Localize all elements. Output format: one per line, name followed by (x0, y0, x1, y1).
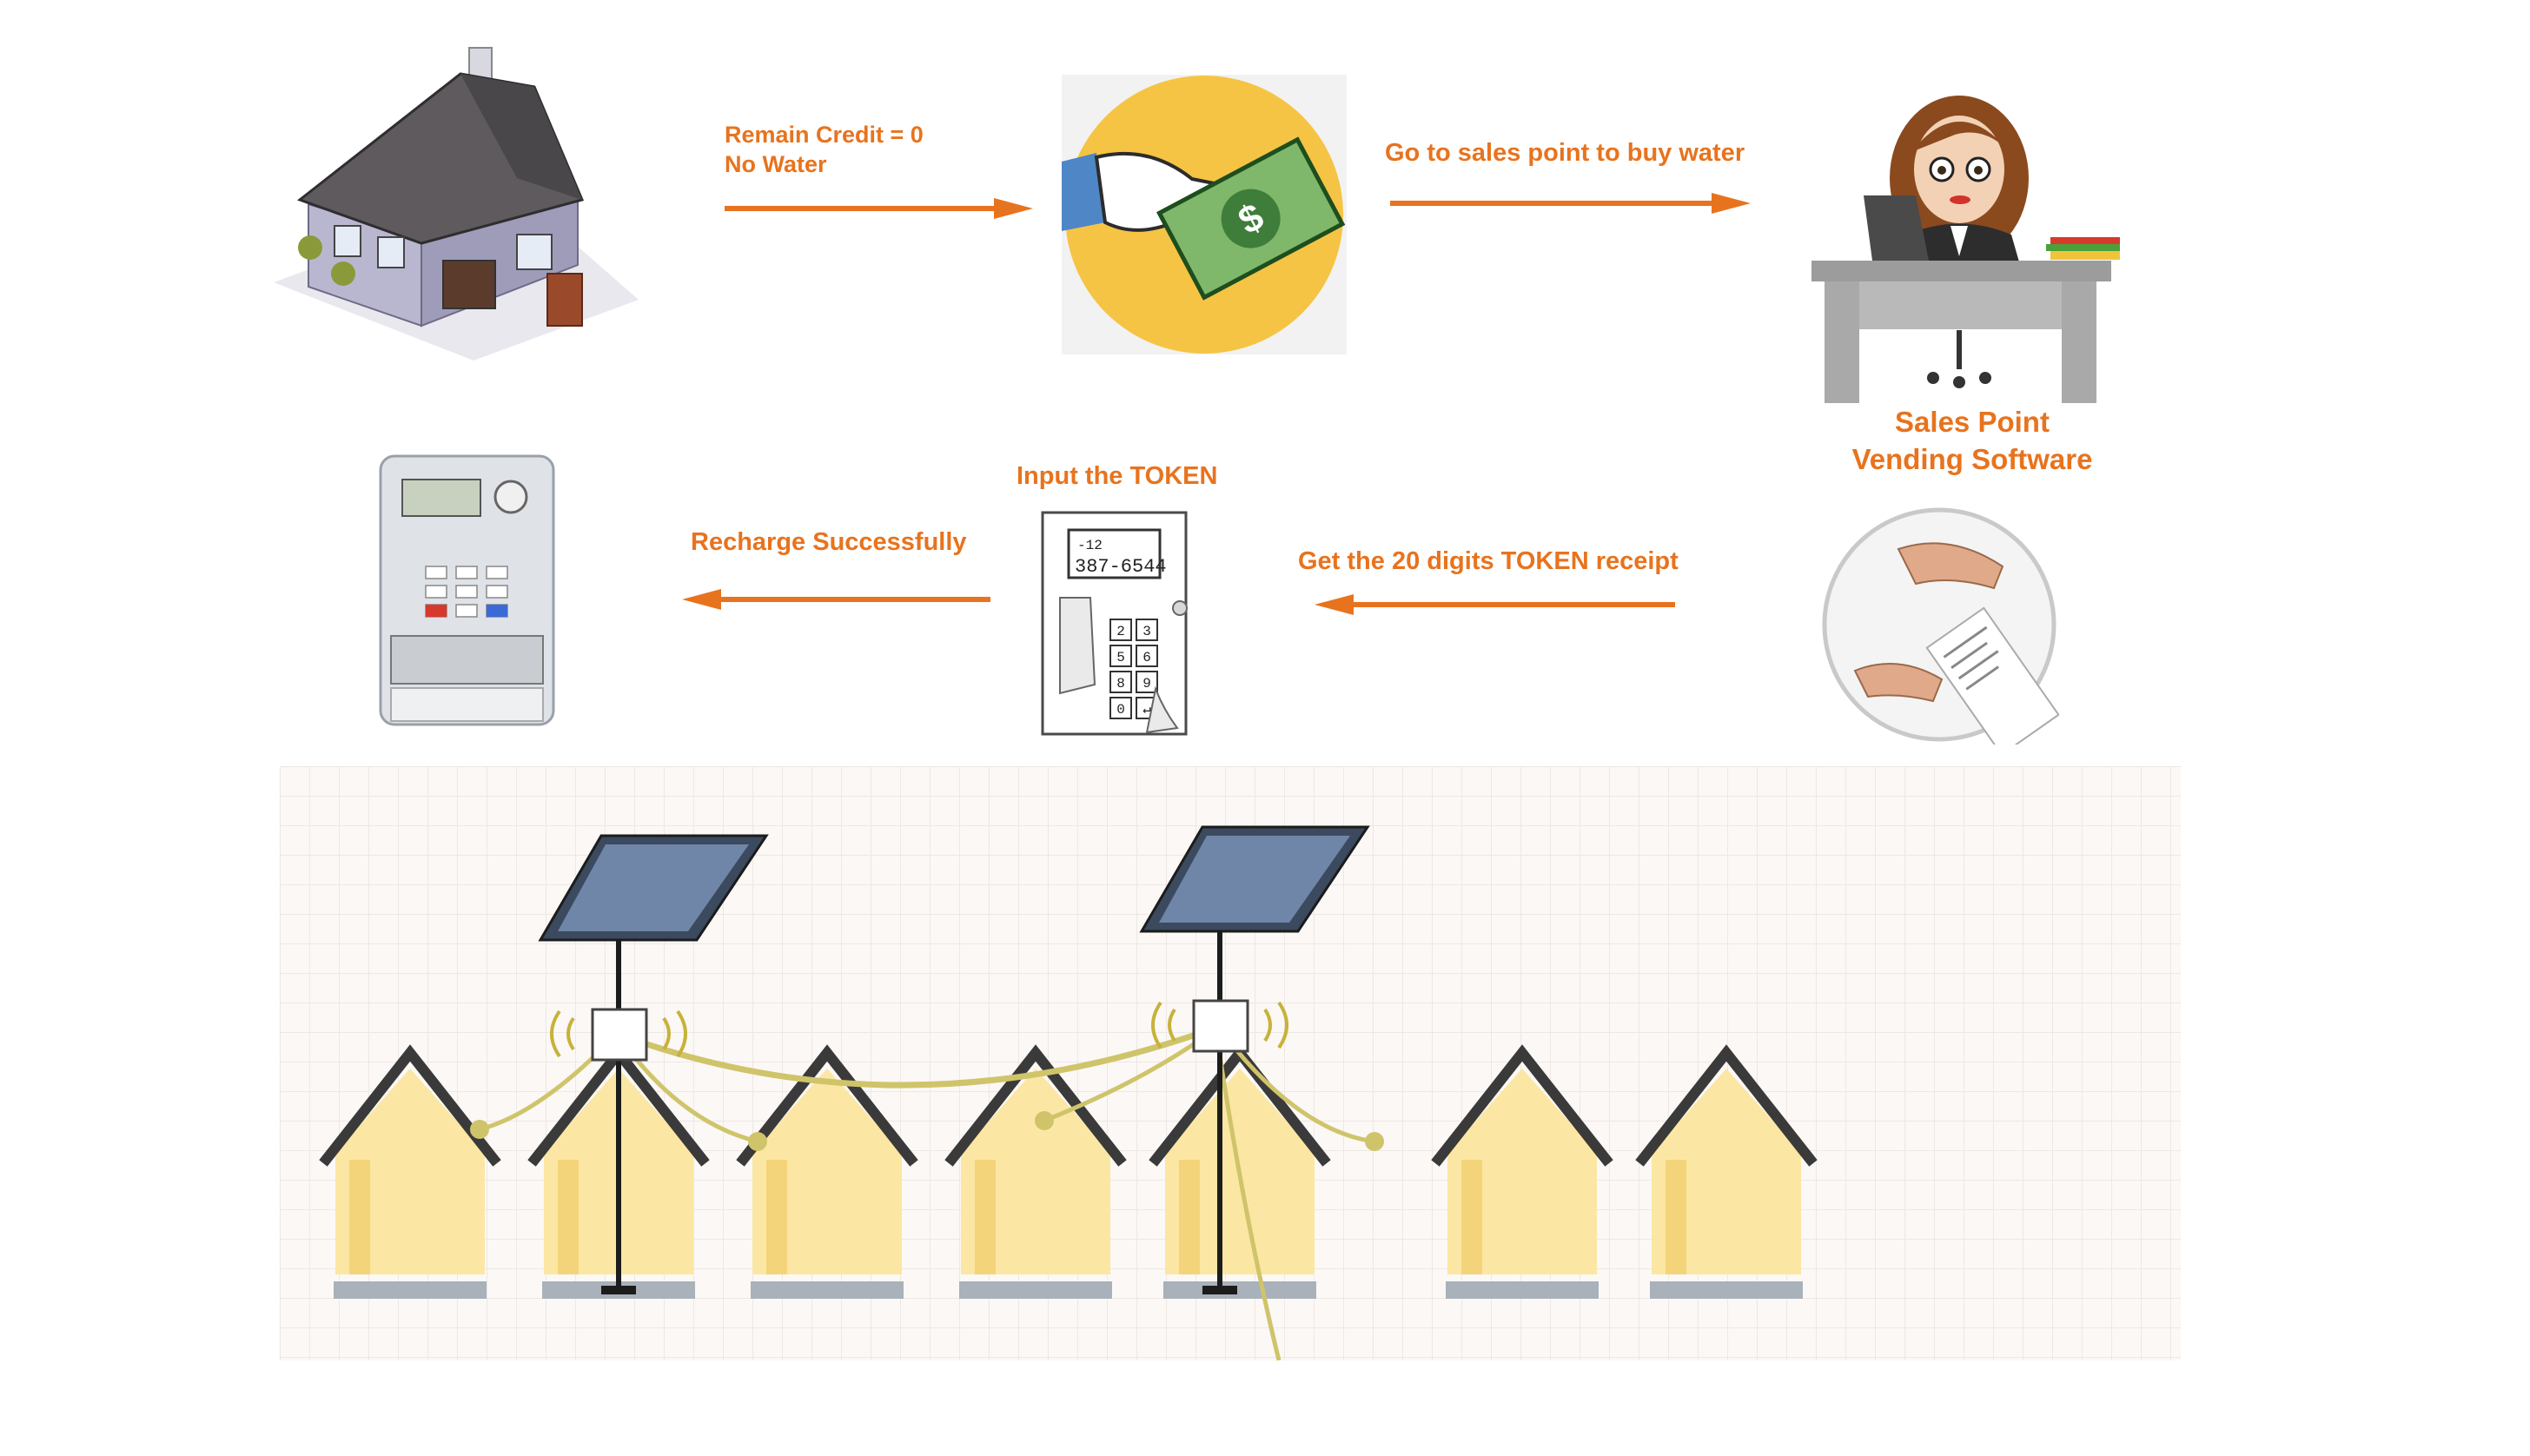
foundation-icon (1650, 1281, 1803, 1299)
foundation-icon (1163, 1281, 1316, 1299)
wireless-signal-icon (1263, 1001, 1288, 1049)
controller-box-icon (1192, 999, 1249, 1053)
keypad-meter-illustration: -12 387-6544 2 3 5 6 8 9 0 ↵ (1025, 511, 1203, 737)
house-icon (961, 1069, 1110, 1274)
connection-dot (1365, 1132, 1384, 1151)
door-icon (558, 1160, 579, 1274)
keypad-key (1109, 671, 1132, 693)
door-icon (766, 1160, 787, 1274)
arrow-left-icon (1310, 589, 1675, 620)
keypad-key (1136, 619, 1158, 641)
connection-dot (470, 1120, 489, 1139)
sales-point-illustration (1811, 83, 2142, 413)
keypad-key-label: 0 (1116, 702, 1125, 718)
keypad-key-label: 8 (1116, 676, 1125, 692)
keypad-key-label: 2 (1116, 624, 1125, 639)
door-icon (1179, 1160, 1200, 1274)
arrow-right-icon (725, 193, 1037, 224)
foundation-icon (959, 1281, 1112, 1299)
foundation-icon (1446, 1281, 1599, 1299)
solar-cells-icon (1159, 836, 1350, 923)
payment-illustration: $ (1062, 75, 1347, 354)
roof-icon (1431, 1044, 1613, 1167)
get-token-label: Get the 20 digits TOKEN receipt (1298, 547, 1679, 575)
water-meter-illustration (378, 453, 556, 727)
arrow-left-icon (678, 584, 990, 615)
sales-point-label: Sales Point Vending Software (1851, 406, 2093, 475)
pole-base-icon (601, 1286, 636, 1294)
roof-icon (944, 1044, 1127, 1167)
keypad-key (1136, 671, 1158, 693)
solar-network-illustration (280, 766, 2181, 1360)
wireless-signal-icon (550, 1009, 575, 1058)
keypad-screen-value: 387-6544 (1075, 556, 1167, 578)
controller-box-icon (591, 1008, 648, 1062)
door-icon (975, 1160, 996, 1274)
keypad-key-label: ↵ (1142, 702, 1151, 718)
cable-wire (615, 1023, 1220, 1089)
foundation-icon (751, 1281, 904, 1299)
house-icon (1447, 1069, 1597, 1274)
keypad-screen-top: -12 (1077, 538, 1103, 553)
wireless-signal-icon (662, 1009, 687, 1058)
keypad-key (1109, 645, 1132, 667)
input-token-label: Input the TOKEN (1017, 462, 1218, 490)
arrow-right-icon (1390, 188, 1755, 219)
foundation-icon (334, 1281, 487, 1299)
connection-dot (1035, 1111, 1054, 1130)
solar-cells-icon (558, 844, 749, 931)
keypad-key (1136, 645, 1158, 667)
house-icon (335, 1069, 485, 1274)
cable-wire (1215, 1043, 1282, 1360)
connection-dot (748, 1132, 767, 1151)
wireless-signal-icon (1151, 1001, 1176, 1049)
keypad-key-label: 6 (1142, 650, 1151, 665)
pole-base-icon (1202, 1286, 1237, 1294)
door-icon (1461, 1160, 1482, 1274)
roof-icon (319, 1044, 501, 1167)
house-icon (752, 1069, 902, 1274)
keypad-key (1109, 697, 1132, 719)
roof-icon (1635, 1044, 1818, 1167)
keypad-key (1109, 619, 1132, 641)
keypad-key-label: 5 (1116, 650, 1125, 665)
door-icon (1666, 1160, 1686, 1274)
house-icon (1652, 1069, 1801, 1274)
house-illustration (256, 39, 656, 374)
remain-credit-label: Remain Credit = 0 No Water (725, 122, 924, 177)
go-to-sales-label: Go to sales point to buy water (1385, 139, 1745, 167)
door-icon (349, 1160, 370, 1274)
recharge-label: Recharge Successfully (691, 528, 967, 556)
keypad-key-label: 9 (1142, 676, 1151, 692)
roof-icon (736, 1044, 918, 1167)
keypad-key-label: 3 (1142, 624, 1151, 639)
token-receipt-illustration (1820, 506, 2059, 745)
